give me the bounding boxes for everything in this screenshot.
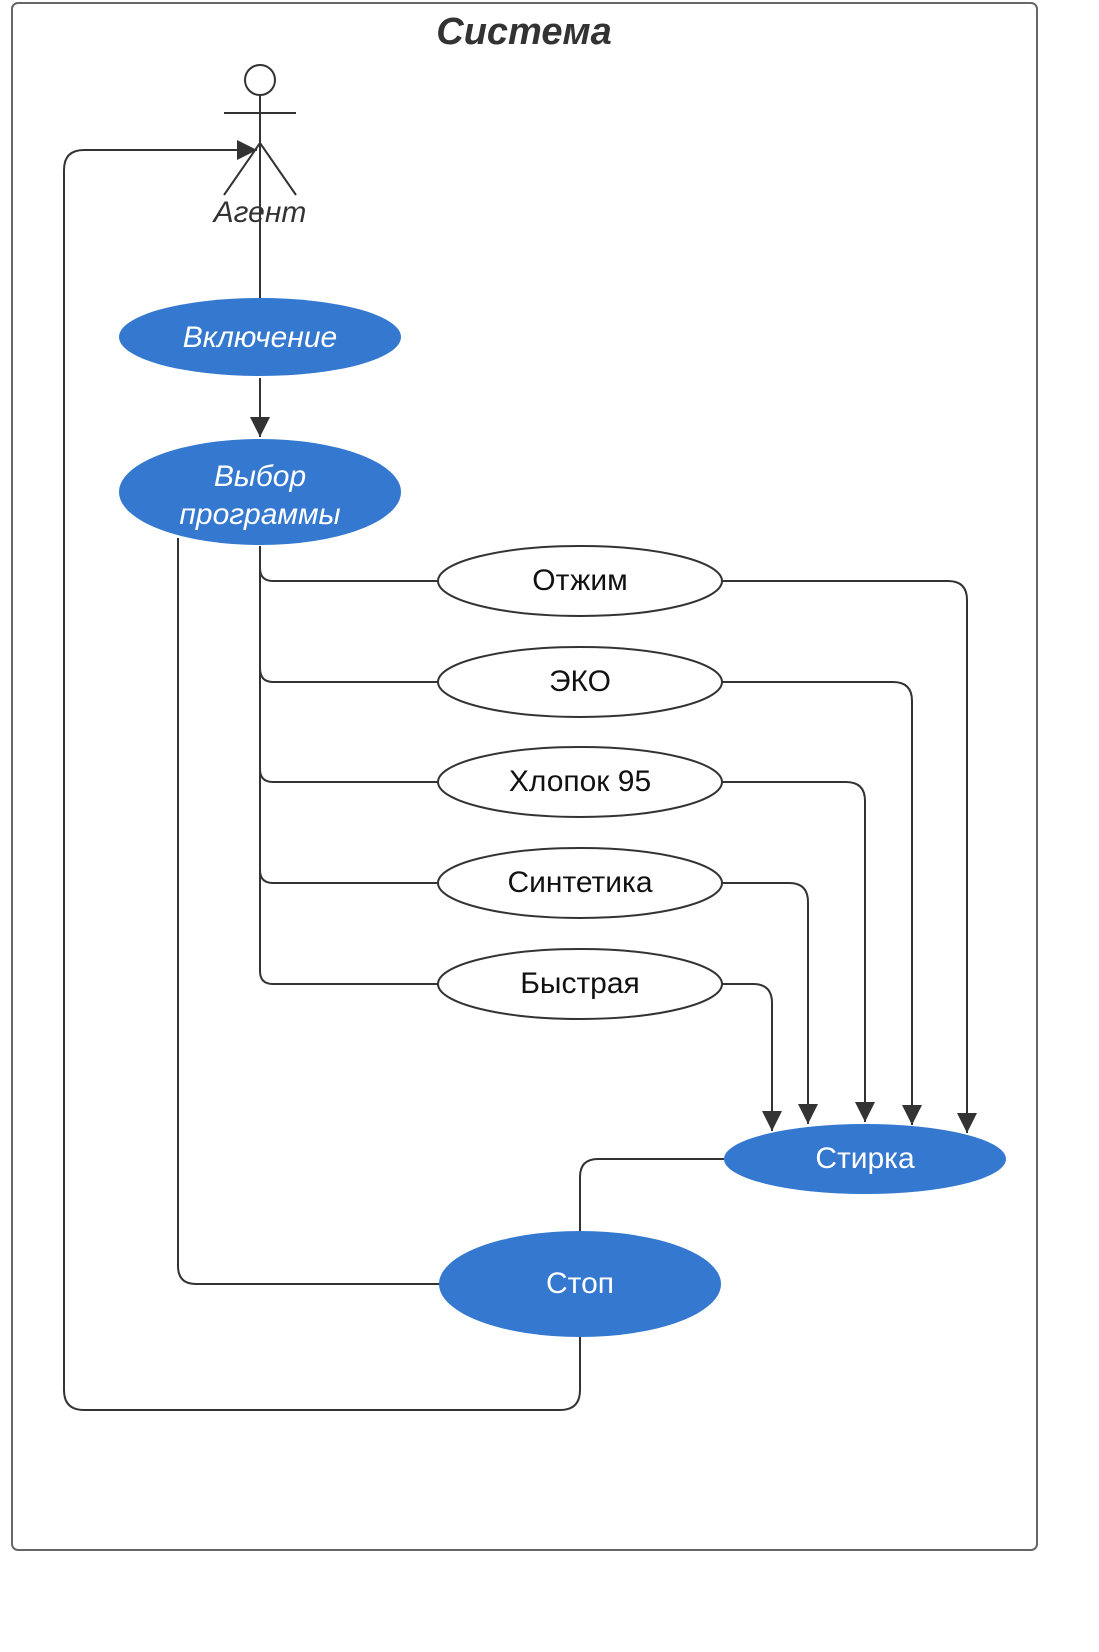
system-title: Система [436, 11, 611, 53]
actor-head [244, 64, 276, 96]
use-case-spin-label: Отжим [532, 564, 628, 597]
use-case-eco-label: ЭКО [549, 665, 611, 698]
use-case-cotton95[interactable]: Хлопок 95 [437, 746, 723, 818]
edge-wash-stop [579, 1158, 724, 1232]
use-case-spin[interactable]: Отжим [437, 545, 723, 617]
use-case-stop[interactable]: Стоп [439, 1231, 721, 1337]
use-case-cotton95-label: Хлопок 95 [509, 765, 651, 798]
use-case-stop-label: Стоп [546, 1267, 614, 1300]
edge-stop-agent [63, 140, 581, 1411]
use-case-select-program-label-line2: программы [179, 498, 340, 531]
use-case-quick-label: Быстрая [520, 967, 640, 1000]
use-case-synthetics[interactable]: Синтетика [437, 847, 723, 919]
use-case-wash[interactable]: Стирка [724, 1124, 1006, 1194]
edge-select-program-quick [259, 546, 438, 985]
use-case-select-program[interactable]: Выбор программы [119, 439, 401, 545]
actor-leg-right [259, 142, 297, 196]
use-case-select-program-label-line1: Выбор [214, 460, 306, 493]
use-case-quick[interactable]: Быстрая [437, 948, 723, 1020]
edge-cotton95-wash [722, 781, 875, 1122]
edge-quick-wash [722, 983, 782, 1131]
use-case-power-on[interactable]: Включение [119, 298, 401, 376]
edge-eco-wash [722, 681, 922, 1125]
edge-synthetics-wash [722, 882, 818, 1124]
edge-spin-wash [722, 580, 977, 1133]
use-case-synthetics-label: Синтетика [507, 866, 652, 899]
edge-select-program-stop [177, 538, 440, 1285]
use-case-wash-label: Стирка [815, 1142, 915, 1175]
use-case-power-on-label: Включение [183, 321, 337, 354]
use-case-eco[interactable]: ЭКО [437, 646, 723, 718]
